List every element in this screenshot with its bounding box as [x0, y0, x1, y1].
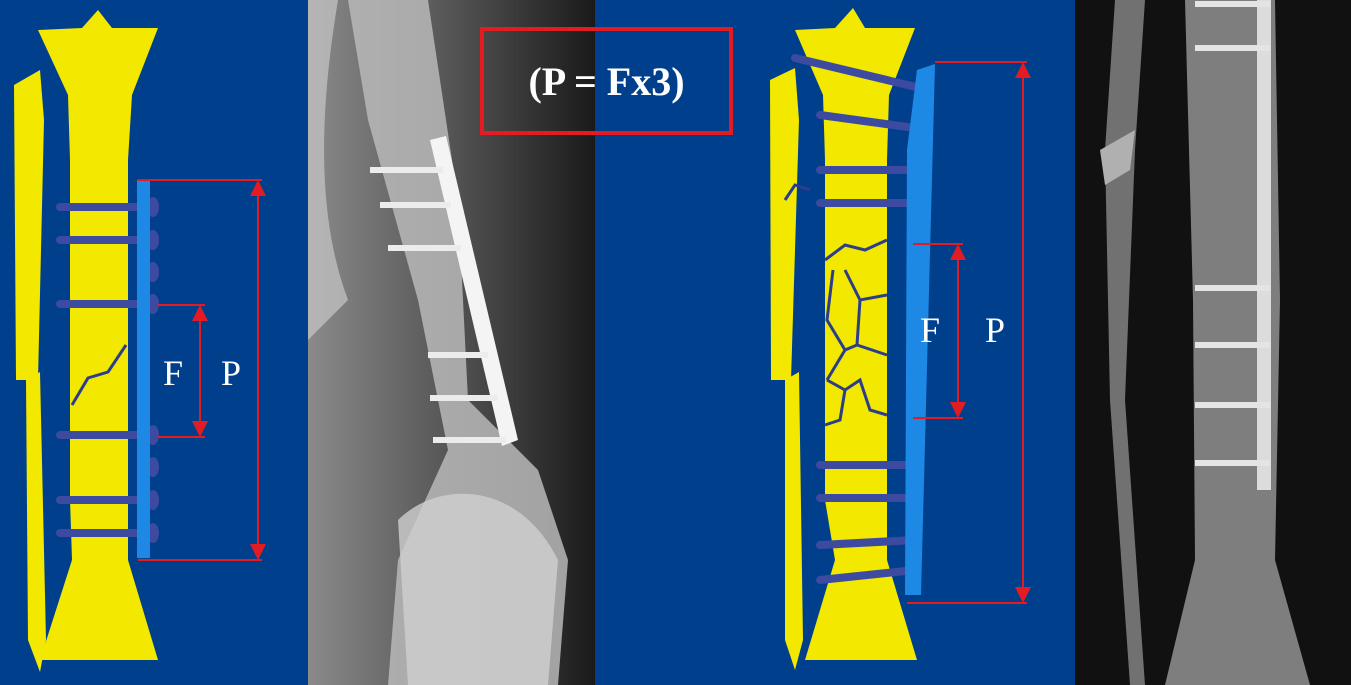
- simple-fracture-diagram: F P: [0, 0, 308, 685]
- formula-box: (P = Fx3): [480, 27, 733, 135]
- plate-length-label: P: [985, 312, 1005, 348]
- tibia-xray-image: [1075, 0, 1351, 685]
- simple-fracture-drawing: [0, 0, 308, 685]
- fracture-length-label: F: [163, 355, 183, 391]
- formula-text: (P = Fx3): [484, 31, 729, 131]
- fracture-length-label: F: [920, 312, 940, 348]
- tibia-xray-drawing: [1075, 0, 1351, 685]
- fibula-lower: [785, 372, 803, 670]
- plate-length-label: P: [221, 355, 241, 391]
- xray-plate: [1257, 0, 1271, 490]
- tibia-bone: [795, 8, 917, 660]
- fibula-upper: [770, 68, 799, 380]
- fibula-lower: [26, 372, 46, 672]
- plate: [137, 180, 150, 558]
- fibula-upper: [14, 70, 44, 380]
